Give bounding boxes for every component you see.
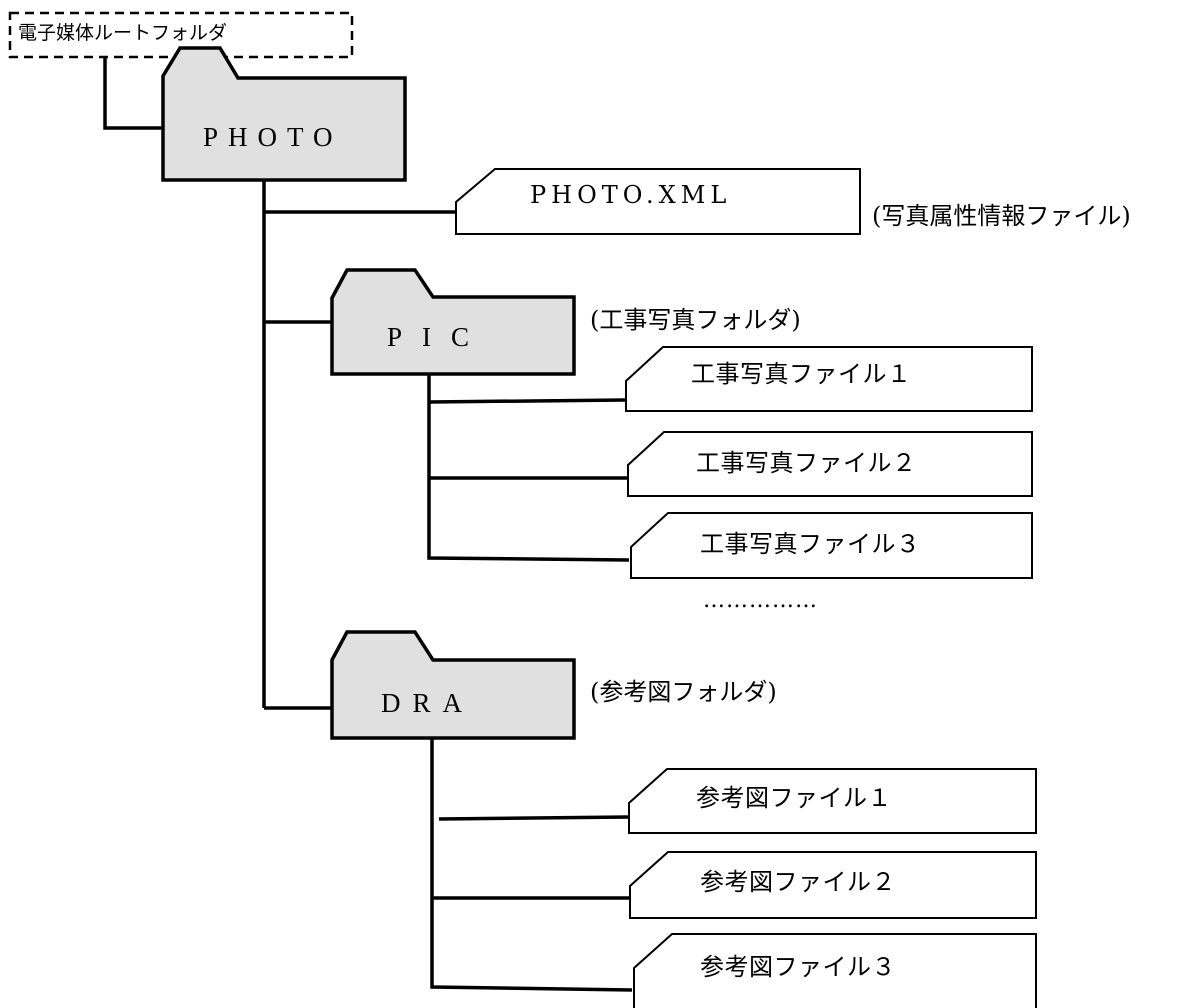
pic-file-1-icon bbox=[625, 346, 1033, 412]
dra-file-1-icon bbox=[628, 768, 1037, 834]
pic-folder-icon bbox=[330, 268, 576, 376]
photo-xml-file-icon bbox=[455, 168, 861, 235]
connector-dra-file1 bbox=[438, 815, 630, 821]
pic-file-1-label: 工事写真ファイル１ bbox=[691, 360, 912, 388]
pic-file-2-icon bbox=[627, 431, 1033, 497]
connector-pic-file1 bbox=[428, 398, 626, 404]
root-folder-label: 電子媒体ルートフォルダ bbox=[18, 22, 228, 44]
dra-folder-icon bbox=[330, 630, 576, 740]
dra-file-2-label: 参考図ファイル２ bbox=[700, 868, 896, 896]
dra-folder-note: (参考図フォルダ) bbox=[590, 678, 777, 706]
more-files-ellipsis: …………… bbox=[703, 588, 818, 613]
pic-file-2-label: 工事写真ファイル２ bbox=[696, 449, 917, 477]
pic-file-3-icon bbox=[630, 512, 1033, 579]
pic-folder-label: PIC bbox=[387, 322, 490, 352]
dra-file-1-label: 参考図ファイル１ bbox=[696, 784, 892, 812]
dra-file-3-icon bbox=[633, 933, 1037, 1008]
dra-folder-label: DRA bbox=[381, 688, 475, 718]
dra-file-3-label: 参考図ファイル３ bbox=[700, 953, 896, 981]
pic-file-3-label: 工事写真ファイル３ bbox=[700, 530, 921, 558]
connector-root-photo bbox=[103, 57, 163, 130]
photo-xml-label: PHOTO.XML bbox=[530, 181, 732, 209]
photo-folder-icon bbox=[161, 46, 407, 182]
connector-dra-trunk bbox=[430, 738, 633, 992]
connector-pic-trunk bbox=[427, 374, 630, 562]
photo-xml-note: (写真属性情報ファイル) bbox=[872, 202, 1131, 230]
dra-file-2-icon bbox=[629, 851, 1037, 919]
photo-folder-label: PHOTO bbox=[203, 122, 343, 152]
pic-folder-note: (工事写真フォルダ) bbox=[590, 306, 801, 334]
